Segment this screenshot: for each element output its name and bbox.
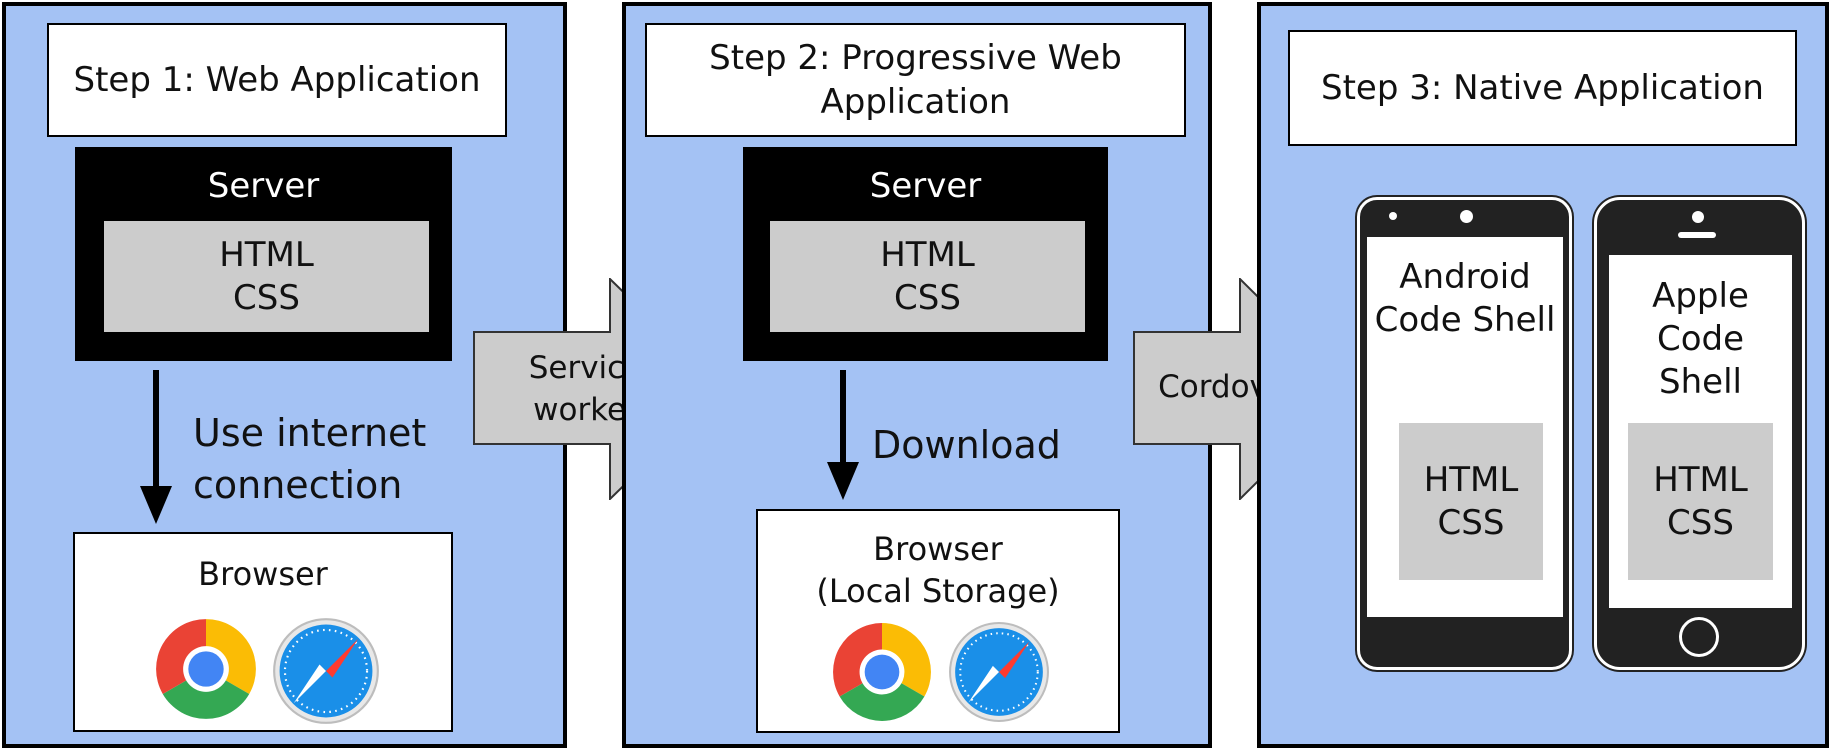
- step2-title: Step 2: Progressive Web Application: [645, 23, 1186, 137]
- label-line: Use internet: [193, 411, 427, 455]
- content-line: CSS: [894, 277, 961, 318]
- safari-icon: [273, 618, 379, 724]
- android-shell-label: Android Code Shell: [1374, 257, 1556, 340]
- content-line: CSS: [1437, 502, 1505, 543]
- content-line: HTML: [1653, 459, 1748, 500]
- content-line: HTML: [219, 234, 314, 275]
- step1-server-content: HTML CSS: [104, 221, 429, 332]
- content-line: HTML: [1423, 459, 1519, 500]
- apple-content: HTML CSS: [1628, 423, 1773, 580]
- step2-connector-label: Download: [872, 419, 1092, 471]
- step1-connector-label: Use internet connection: [193, 407, 443, 511]
- apple-shell-label: Apple Code Shell: [1652, 276, 1749, 402]
- apple-camera: [1692, 211, 1704, 223]
- content-line: HTML: [880, 234, 975, 275]
- android-content: HTML CSS: [1399, 423, 1543, 580]
- content-line: CSS: [233, 277, 300, 318]
- step1-server-title: Server: [207, 166, 320, 206]
- safari-icon: [949, 622, 1049, 722]
- step2-browser-title: Browser (Local Storage): [816, 530, 1060, 610]
- step2-down-arrow: [827, 370, 859, 500]
- apple-home-button: [1679, 617, 1719, 657]
- label-line: connection: [193, 463, 403, 507]
- label-line: Download: [872, 423, 1061, 467]
- step1-down-arrow: [140, 370, 172, 524]
- step2-server-content: HTML CSS: [770, 221, 1085, 332]
- step1-title: Step 1: Web Application: [47, 23, 507, 137]
- step1-browser: [73, 532, 453, 732]
- chrome-icon: [833, 623, 931, 721]
- android-speaker-dot: [1389, 212, 1397, 220]
- chrome-icon: [156, 619, 256, 719]
- label-line: worker: [533, 392, 639, 428]
- step1-browser-title: Browser: [198, 555, 328, 593]
- content-line: CSS: [1667, 502, 1734, 543]
- apple-speaker: [1678, 232, 1716, 238]
- step3-title: Step 3: Native Application: [1288, 30, 1797, 146]
- android-camera: [1460, 210, 1473, 223]
- step2-browser: [756, 509, 1120, 733]
- step2-server-title: Server: [869, 166, 982, 206]
